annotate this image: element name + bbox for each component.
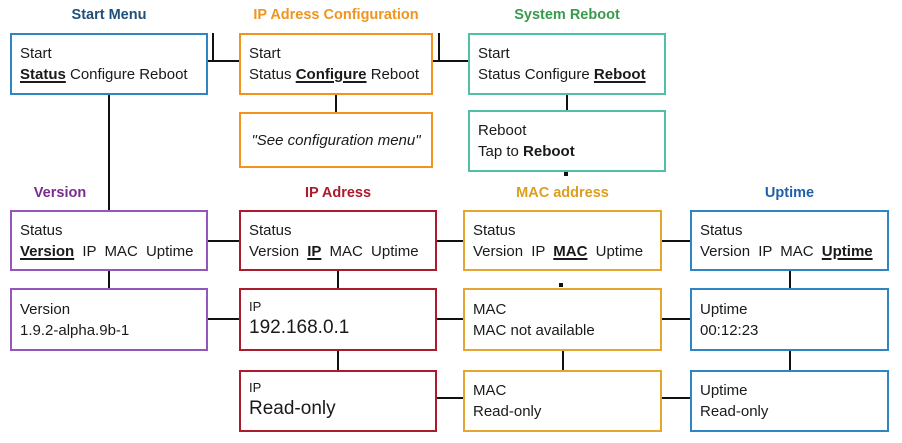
- value-text: 1.9.2-alpha.9b-1: [20, 321, 130, 339]
- screen-uptime-value: Uptime 00:12:23: [690, 288, 889, 351]
- title-system-reboot: System Reboot: [514, 7, 620, 23]
- menu-items-line: Version IP MAC Uptime: [249, 241, 427, 262]
- connector-statusip-statusmac: [437, 240, 463, 242]
- screen-reboot-action: Reboot Tap to Reboot: [468, 110, 666, 172]
- menu-items-line: Version IP MAC Uptime: [20, 241, 198, 262]
- screen-ip-readonly: IP Read-only: [239, 370, 437, 432]
- title-mac: MAC address: [516, 185, 609, 201]
- connector-startmenu-statusversion: [108, 95, 110, 210]
- screen-title-line: Start: [478, 45, 510, 62]
- value-text: 192.168.0.1: [249, 316, 350, 338]
- connector-statusmac-statusuptime: [662, 240, 690, 242]
- menu-selected-item: Status: [20, 66, 66, 83]
- connector-ipconfig-note: [335, 95, 337, 112]
- screen-title-line: Start: [20, 45, 52, 62]
- screen-title-line: Status: [249, 221, 292, 239]
- value-text: MAC not available: [473, 321, 595, 339]
- connector-elbow-stub-2: [438, 33, 440, 62]
- menu-selected-item: IP: [307, 242, 322, 260]
- screen-title-line: Status: [700, 221, 743, 239]
- screen-title-line: Status: [473, 221, 516, 239]
- connector-macvalue-macreadonly: [562, 351, 564, 370]
- value-label: IP: [249, 380, 262, 396]
- value-label: Uptime: [700, 300, 748, 318]
- menu-selected-item: MAC: [553, 242, 588, 260]
- value-label: MAC: [473, 300, 507, 318]
- title-uptime: Uptime: [764, 185, 815, 201]
- connector-ipconfig-systemreboot: [433, 60, 468, 62]
- menu-pre: Version IP MAC: [700, 242, 822, 260]
- screen-version-value: Version 1.9.2-alpha.9b-1: [10, 288, 208, 351]
- screen-status-version: Status Version IP MAC Uptime: [10, 210, 208, 271]
- action-line: Tap to Reboot: [478, 141, 656, 162]
- screen-ip-config: Start Status Configure Reboot: [239, 33, 433, 95]
- title-version: Version: [33, 185, 87, 201]
- connector-ipvalue-ipreadonly: [337, 351, 339, 370]
- connector-ipvalue-macvalue: [437, 318, 463, 320]
- screen-config-note: "See configuration menu": [239, 112, 433, 168]
- screen-uptime-readonly: Uptime Read-only: [690, 370, 889, 432]
- value-text: 00:12:23: [700, 321, 759, 339]
- menu-selected-item: Configure: [295, 66, 367, 83]
- value-text: Read-only: [249, 398, 336, 420]
- action-emphasis: Reboot: [523, 143, 575, 160]
- menu-post: Uptime: [587, 242, 644, 260]
- screen-title-line: Status: [20, 221, 63, 239]
- note-text: "See configuration menu": [251, 131, 421, 149]
- value-label: IP: [249, 298, 262, 314]
- value-text: Read-only: [700, 403, 769, 420]
- menu-selected-item: Version: [20, 242, 75, 260]
- value-text: Read-only: [473, 403, 542, 420]
- value-label: MAC: [473, 382, 507, 399]
- screen-status-mac: Status Version IP MAC Uptime: [463, 210, 662, 271]
- connector-statusversion-versionvalue: [108, 271, 110, 288]
- menu-post: MAC Uptime: [321, 242, 419, 260]
- action-pre: Tap to: [478, 143, 524, 160]
- connector-macvalue-uptimevalue: [662, 318, 690, 320]
- connector-uptimevalue-uptimereadonly: [789, 351, 791, 370]
- connector-statusversion-statusip: [208, 240, 239, 242]
- connector-systemreboot-rebootaction: [566, 95, 568, 110]
- connector-elbow-stub-1: [212, 33, 214, 62]
- title-ip-config: IP Adress Configuration: [253, 7, 419, 23]
- title-ip: IP Adress: [304, 185, 372, 201]
- connector-ipreadonly-macreadonly: [437, 397, 463, 399]
- menu-post: Configure Reboot: [65, 66, 188, 83]
- screen-start-menu: Start Status Configure Reboot: [10, 33, 208, 95]
- screen-status-uptime: Status Version IP MAC Uptime: [690, 210, 889, 271]
- connector-statusuptime-uptimevalue: [789, 271, 791, 288]
- screen-ip-value: IP 192.168.0.1: [239, 288, 437, 351]
- menu-pre: Status Configure: [478, 66, 594, 83]
- screen-title-line: Reboot: [478, 122, 527, 139]
- screen-mac-value: MAC MAC not available: [463, 288, 662, 351]
- value-label: Version: [20, 300, 71, 318]
- menu-items-line: Version IP MAC Uptime: [473, 241, 652, 262]
- connector-versionvalue-ipvalue: [208, 318, 239, 320]
- screen-mac-readonly: MAC Read-only: [463, 370, 662, 432]
- menu-pre: Version: [249, 242, 308, 260]
- menu-items-line: Version IP MAC Uptime: [700, 241, 879, 262]
- menu-post: Reboot: [366, 66, 420, 83]
- menu-items-line: Status Configure Reboot: [249, 64, 423, 85]
- title-start-menu: Start Menu: [71, 7, 147, 23]
- connector-stub-above-macvalue: [559, 283, 563, 287]
- connector-stub-below-rebootaction: [564, 172, 568, 176]
- menu-selected-item: Uptime: [821, 242, 873, 260]
- connector-startmenu-ipconfig: [208, 60, 239, 62]
- connector-statusip-ipvalue: [337, 271, 339, 288]
- menu-post: IP MAC Uptime: [74, 242, 194, 260]
- screen-status-ip: Status Version IP MAC Uptime: [239, 210, 437, 271]
- connector-macreadonly-uptimereadonly: [662, 397, 690, 399]
- screen-system-reboot: Start Status Configure Reboot: [468, 33, 666, 95]
- screen-title-line: Start: [249, 45, 281, 62]
- menu-pre: Version IP: [473, 242, 554, 260]
- menu-pre: Status: [249, 66, 296, 83]
- menu-items-line: Status Configure Reboot: [20, 64, 198, 85]
- value-label: Uptime: [700, 382, 748, 399]
- menu-selected-item: Reboot: [593, 66, 646, 83]
- menu-items-line: Status Configure Reboot: [478, 64, 656, 85]
